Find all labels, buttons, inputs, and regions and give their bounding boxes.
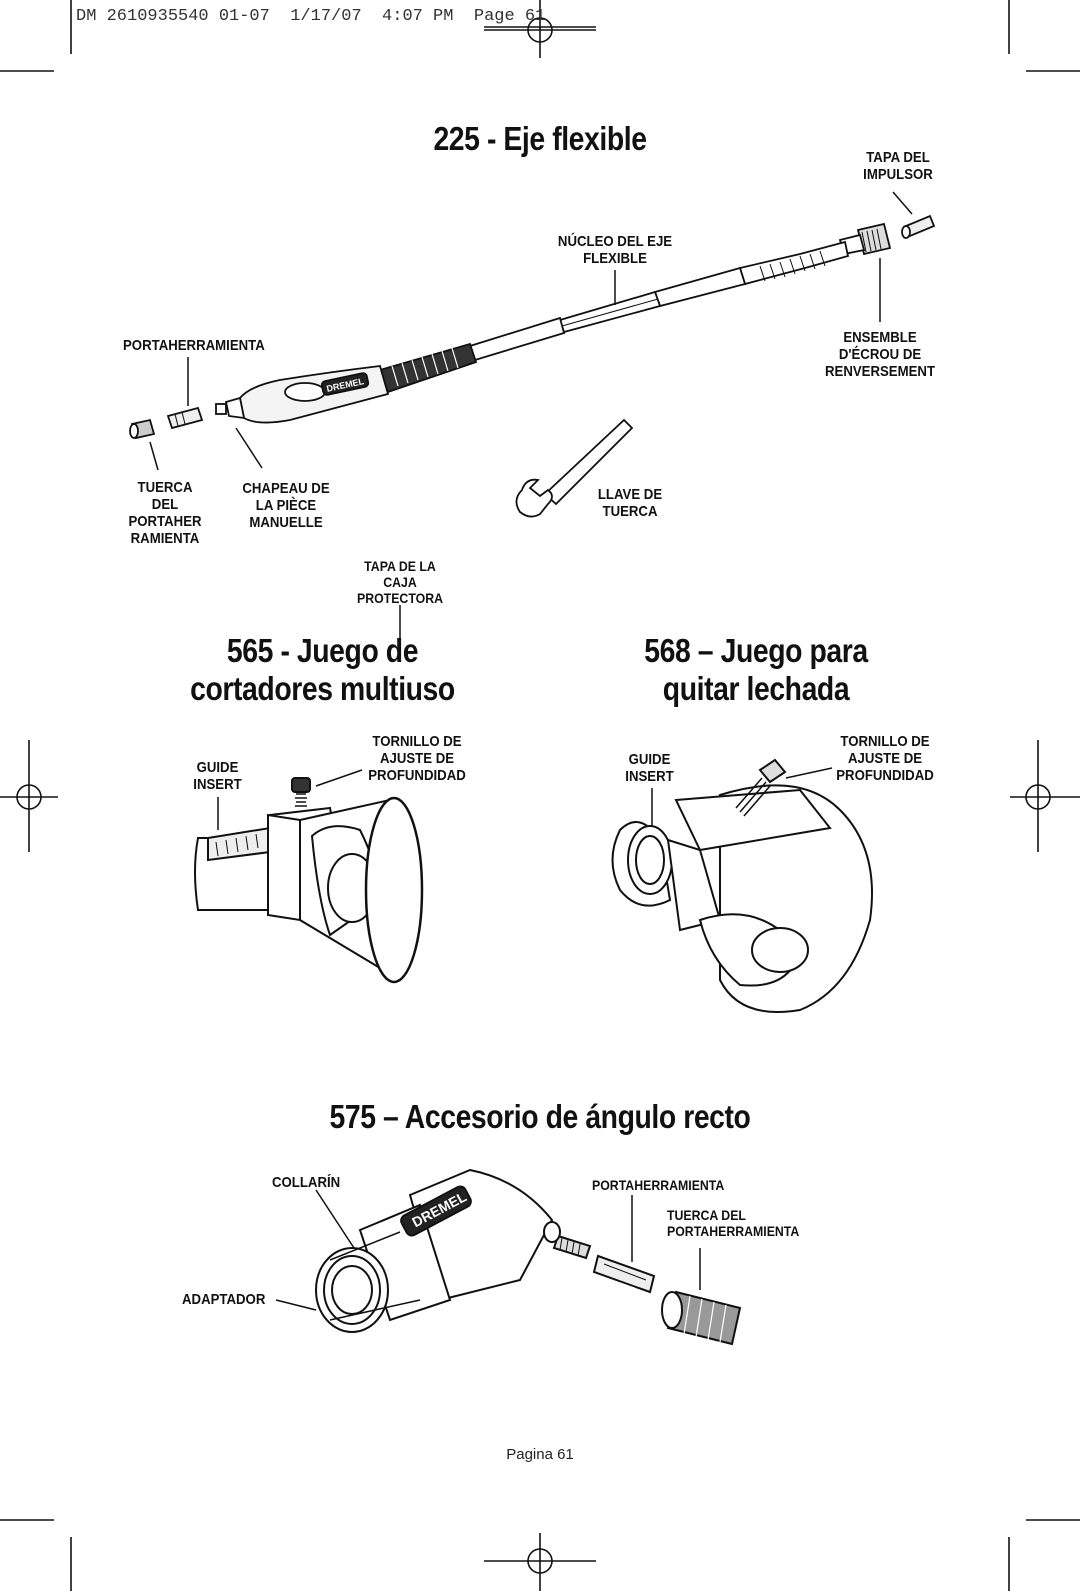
depth-screw-icon: [291, 777, 311, 807]
registration-mark-left: [0, 740, 58, 852]
label-tornillo-568: TORNILLO DE AJUSTE DE PROFUNDIDAD: [836, 733, 934, 784]
label-portaherramienta-225: PORTAHERRAMIENTA: [123, 337, 265, 354]
leader-lines-575: [275, 1189, 701, 1311]
registration-mark-right: [1010, 740, 1080, 852]
label-portaherramienta-575: PORTAHERRAMIENTA: [592, 1177, 725, 1193]
collet-icon: [166, 406, 204, 430]
label-tuerca-portaher: TUERCA DEL PORTAHER RAMIENTA: [128, 479, 202, 547]
label-guide-565: GUIDE INSERT: [193, 759, 242, 793]
leader-lines-565: [217, 769, 363, 830]
label-ensemble: ENSEMBLE D'ÉCROU DE RENVERSEMENT: [824, 329, 936, 380]
print-slug: DM 2610935540 01-07 1/17/07 4:07 PM Page…: [76, 7, 546, 26]
label-adaptador: ADAPTADOR: [182, 1291, 266, 1308]
leader-lines-568: [651, 767, 833, 826]
title-565: 565 - Juego de cortadores multiuso: [190, 632, 455, 707]
label-tapa-impulsor: TAPA DEL IMPULSOR: [863, 149, 933, 183]
depth-screw-icon-568: [735, 758, 787, 817]
grout-kit-illustration: [611, 758, 873, 1013]
leader-lines-225: [149, 191, 913, 645]
label-llave: LLAVE DE TUERCA: [597, 486, 663, 520]
drive-cap-icon: [901, 214, 936, 239]
label-nucleo: NÚCLEO DEL EJE FLEXIBLE: [557, 233, 673, 267]
registration-mark-bottom: [484, 1533, 596, 1591]
title-575: 575 – Accesorio de ángulo recto: [329, 1098, 751, 1135]
cutting-kit-illustration: [194, 769, 424, 984]
right-angle-illustration: DREMEL: [275, 1168, 742, 1346]
label-collarin: COLLARÍN: [272, 1174, 341, 1191]
wrench-icon: [515, 418, 634, 518]
label-chapeau: CHAPEAU DE LA PIÈCE MANUELLE: [242, 480, 330, 531]
label-guide-568: GUIDE INSERT: [625, 751, 674, 785]
label-tornillo-565: TORNILLO DE AJUSTE DE PROFUNDIDAD: [368, 733, 466, 784]
spindle-icon: [543, 1221, 592, 1260]
collet-nut-icon-575: [661, 1290, 742, 1346]
collet-nut-icon: [129, 418, 156, 440]
label-tuerca-575: TUERCA DEL PORTAHERRAMIENTA: [667, 1207, 800, 1239]
page-number: Pagina 61: [506, 1446, 574, 1463]
registration-mark-top: [484, 0, 596, 58]
title-225: 225 - Eje flexible: [433, 120, 647, 157]
flexible-shaft-illustration: DREMEL: [129, 191, 936, 645]
label-tapa-caja: TAPA DE LA CAJA PROTECTORA: [356, 558, 444, 606]
collet-icon-575: [592, 1254, 656, 1294]
title-568: 568 – Juego para quitar lechada: [644, 632, 868, 707]
